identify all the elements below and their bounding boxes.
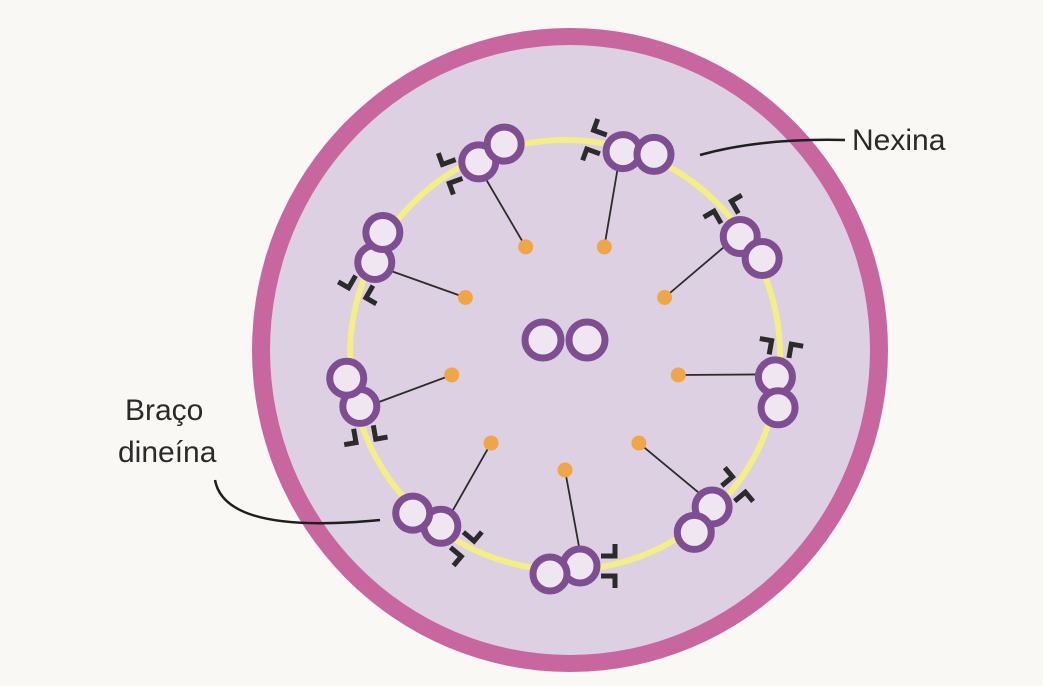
- b-tubule: [366, 216, 400, 250]
- b-tubule: [761, 391, 795, 425]
- b-tubule: [396, 496, 430, 530]
- b-tubule: [677, 515, 711, 549]
- central-microtubule: [525, 322, 561, 358]
- spoke-head: [657, 290, 672, 305]
- b-tubule: [745, 241, 779, 275]
- spoke-head: [558, 463, 573, 478]
- spoke-head: [597, 239, 612, 254]
- spoke-head: [444, 367, 459, 382]
- spoke-head: [484, 436, 499, 451]
- spoke-head: [671, 367, 686, 382]
- nexin-label: Nexina: [852, 124, 946, 157]
- spoke-head: [631, 436, 646, 451]
- central-microtubule: [569, 322, 605, 358]
- radial-spoke-line: [678, 374, 761, 375]
- dynein-arm-label-line1: Braço: [125, 394, 203, 427]
- spoke-head: [458, 290, 473, 305]
- b-tubule: [487, 127, 521, 161]
- dynein-arm-label-line2: dineína: [118, 436, 217, 469]
- b-tubule: [330, 361, 364, 395]
- b-tubule: [533, 557, 567, 591]
- b-tubule: [637, 137, 671, 171]
- spoke-head: [518, 239, 533, 254]
